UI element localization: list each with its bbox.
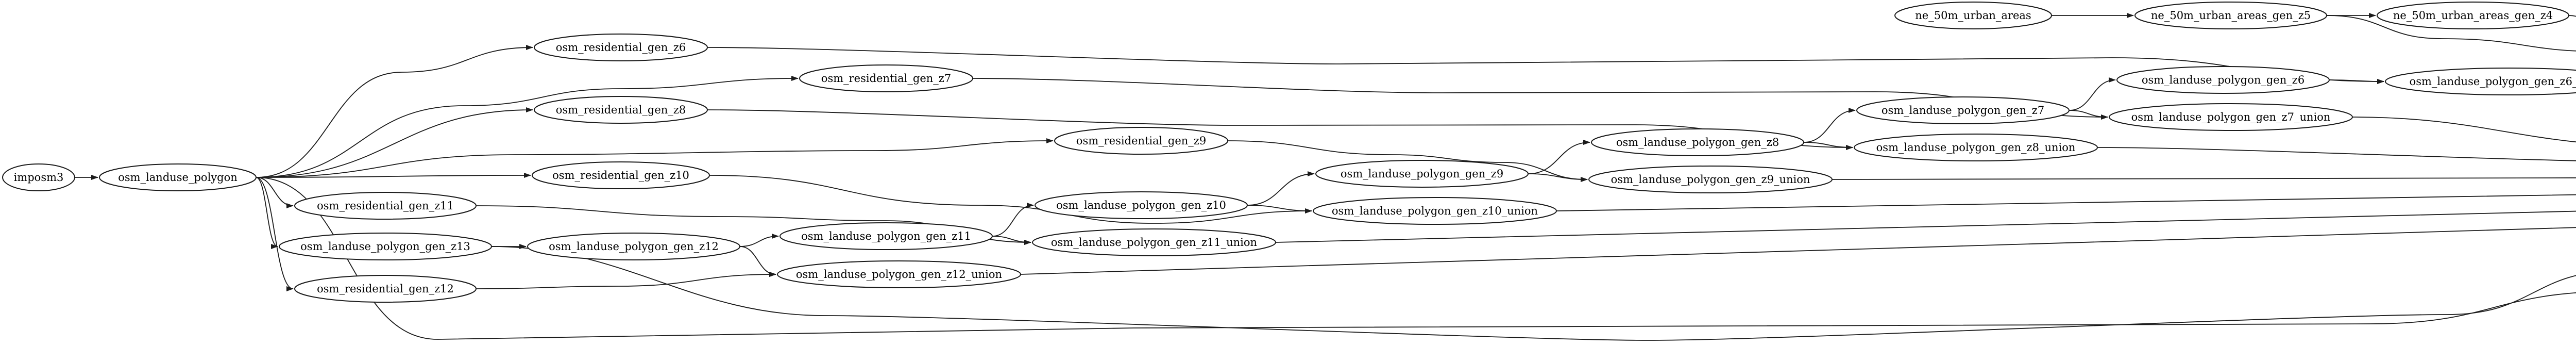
node-osm-landuse-polygon-gen-z8-union: osm_landuse_polygon_gen_z8_union (1854, 134, 2098, 161)
edge-osm_landuse_polygon-to-osm_residential_gen_z9 (256, 138, 1054, 178)
edge-ne_50m_urban_areas_gen_z5-to-layer_landuse.z5 (2326, 15, 2576, 52)
node-osm-landuse-polygon-gen-z6-union: osm_landuse_polygon_gen_z6_union (2385, 68, 2576, 95)
node-osm-landuse-polygon-gen-z9-union: osm_landuse_polygon_gen_z9_union (1588, 166, 1833, 193)
edge-osm_landuse_polygon_gen_z8_union-to-layer_landuse.z8 (2097, 147, 2576, 161)
node-label: ne_50m_urban_areas_gen_z4 (2393, 9, 2553, 22)
edge-osm_landuse_polygon_gen_z12-to-osm_landuse_polygon_gen_z12_union (739, 246, 776, 277)
node-label: osm_residential_gen_z6 (556, 41, 686, 54)
node-osm-residential-gen-z10: osm_residential_gen_z10 (532, 161, 710, 189)
edge-osm_landuse_polygon-to-osm_residential_gen_z12 (256, 177, 294, 291)
node-label: ne_50m_urban_areas (1915, 9, 2031, 22)
node-osm-residential-gen-z8: osm_residential_gen_z8 (534, 96, 708, 124)
node-label: osm_residential_gen_z10 (552, 169, 689, 182)
node-ne-50m-urban-areas-gen-z4: ne_50m_urban_areas_gen_z4 (2377, 2, 2569, 29)
edge-osm_landuse_polygon_gen_z7-to-osm_landuse_polygon_gen_z6 (2069, 77, 2116, 111)
node-label: osm_landuse_polygon_gen_z9_union (1611, 173, 1810, 186)
node-osm-landuse-polygon-gen-z6: osm_landuse_polygon_gen_z6 (2116, 66, 2330, 94)
node-osm-landuse-polygon-gen-z8: osm_landuse_polygon_gen_z8 (1591, 128, 1804, 156)
node-label: osm_landuse_polygon_gen_z10_union (1332, 205, 1538, 217)
node-osm-landuse-polygon-gen-z7: osm_landuse_polygon_gen_z7 (1856, 96, 2070, 124)
node-label: osm_residential_gen_z8 (556, 104, 686, 116)
node-osm-landuse-polygon-gen-z11: osm_landuse_polygon_gen_z11 (779, 222, 993, 250)
edge-osm_landuse_polygon-to-osm_residential_gen_z6 (256, 45, 533, 178)
node-osm-landuse-polygon-gen-z7-union: osm_landuse_polygon_gen_z7_union (2109, 103, 2353, 131)
node-label: osm_landuse_polygon_gen_z6_union (2410, 75, 2576, 88)
edge-osm_landuse_polygon_gen_z10-to-osm_landuse_polygon_gen_z9 (1247, 171, 1315, 206)
node-label: osm_landuse_polygon_gen_z12 (549, 240, 719, 253)
node-label: osm_landuse_polygon_gen_z7 (1882, 104, 2044, 117)
node-label: osm_landuse_polygon_gen_z9 (1341, 168, 1503, 180)
node-osm-landuse-polygon-gen-z10-union: osm_landuse_polygon_gen_z10_union (1313, 197, 1557, 225)
node-osm-residential-gen-z12: osm_residential_gen_z12 (294, 275, 477, 303)
edge-osm_landuse_polygon_gen_z9-to-osm_landuse_polygon_gen_z9_union (1528, 173, 1588, 182)
edge-osm_landuse_polygon-to-layer_landuse.z14+ (256, 177, 2576, 340)
node-osm-landuse-polygon-gen-z12-union: osm_landuse_polygon_gen_z12_union (777, 260, 1021, 288)
node-label: ne_50m_urban_areas_gen_z5 (2151, 9, 2311, 22)
node-label: imposm3 (14, 171, 64, 184)
edge-osm_residential_gen_z12-to-osm_landuse_polygon_gen_z12_union (476, 272, 776, 289)
edge-osm_landuse_polygon_gen_z12-to-osm_landuse_polygon_gen_z11 (739, 234, 779, 247)
node-label: osm_landuse_polygon_gen_z8_union (1876, 141, 2076, 154)
node-ne-50m-urban-areas: ne_50m_urban_areas (1894, 2, 2052, 29)
node-label: osm_residential_gen_z12 (317, 283, 454, 295)
node-label: osm_landuse_polygon_gen_z13 (300, 240, 470, 253)
node-osm-residential-gen-z7: osm_residential_gen_z7 (799, 64, 973, 92)
node-osm-residential-gen-z11: osm_residential_gen_z11 (294, 192, 477, 220)
node-osm-landuse-polygon-gen-z13: osm_landuse_polygon_gen_z13 (279, 233, 492, 260)
node-osm-landuse-polygon: osm_landuse_polygon (99, 163, 257, 191)
node-osm-residential-gen-z6: osm_residential_gen_z6 (534, 34, 708, 61)
node-label: osm_landuse_polygon (118, 171, 238, 184)
node-osm-landuse-polygon-gen-z12: osm_landuse_polygon_gen_z12 (527, 233, 740, 260)
edge-osm_landuse_polygon-to-osm_residential_gen_z7 (256, 76, 799, 178)
node-osm-landuse-polygon-gen-z9: osm_landuse_polygon_gen_z9 (1315, 160, 1529, 188)
edge-osm_landuse_polygon_gen_z13-to-layer_landuse.z13 (491, 246, 2576, 341)
node-osm-landuse-polygon-gen-z10: osm_landuse_polygon_gen_z10 (1035, 191, 1248, 219)
edge-osm_landuse_polygon-to-osm_residential_gen_z11 (256, 177, 294, 208)
edge-osm_landuse_polygon_gen_z10-to-osm_landuse_polygon_gen_z10_union (1247, 205, 1312, 213)
edge-osm_landuse_polygon-to-osm_residential_gen_z10 (256, 173, 531, 178)
node-label: osm_residential_gen_z7 (821, 72, 951, 85)
node-imposm3: imposm3 (2, 163, 75, 191)
edge-osm_landuse_polygon_gen_z10_union-to-layer_landuse.z10 (1556, 193, 2576, 211)
node-label: osm_landuse_polygon_gen_z8 (1616, 136, 1779, 149)
node-label: osm_landuse_polygon_gen_z6 (2142, 74, 2304, 86)
edge-layer (74, 13, 2576, 341)
node-label: osm_landuse_polygon_gen_z11_union (1051, 236, 1257, 249)
node-label: osm_residential_gen_z9 (1076, 135, 1206, 147)
edge-osm_landuse_polygon_gen_z9-to-osm_landuse_polygon_gen_z8 (1528, 140, 1590, 174)
node-osm-residential-gen-z9: osm_residential_gen_z9 (1054, 127, 1228, 155)
edge-osm_landuse_polygon_gen_z8-to-osm_landuse_polygon_gen_z7 (1803, 108, 1856, 143)
edge-osm_landuse_polygon_gen_z11-to-osm_landuse_polygon_gen_z10 (992, 203, 1034, 237)
node-label: osm_landuse_polygon_gen_z7_union (2131, 111, 2331, 123)
edge-osm_residential_gen_z9-to-osm_landuse_polygon_gen_z9_union (1227, 140, 1588, 182)
edge-osm_landuse_polygon_gen_z7_union-to-layer_landuse.z7 (2352, 117, 2576, 143)
edge-osm_landuse_polygon-to-osm_landuse_polygon_gen_z13 (256, 177, 278, 249)
node-ne-50m-urban-areas-gen-z5: ne_50m_urban_areas_gen_z5 (2134, 2, 2327, 29)
edge-osm_landuse_polygon-to-osm_residential_gen_z8 (256, 107, 533, 178)
edge-osm_landuse_polygon_gen_z9_union-to-layer_landuse.z9 (1832, 177, 2576, 180)
edge-osm_residential_gen_z6-to-osm_landuse_polygon_gen_z6_union (707, 47, 2384, 84)
node-label: osm_residential_gen_z11 (317, 200, 454, 212)
node-label: osm_landuse_polygon_gen_z12_union (796, 268, 1002, 281)
node-label: osm_landuse_polygon_gen_z10 (1056, 199, 1226, 211)
node-osm-landuse-polygon-gen-z11-union: osm_landuse_polygon_gen_z11_union (1032, 228, 1276, 256)
node-label: osm_landuse_polygon_gen_z11 (801, 230, 971, 242)
